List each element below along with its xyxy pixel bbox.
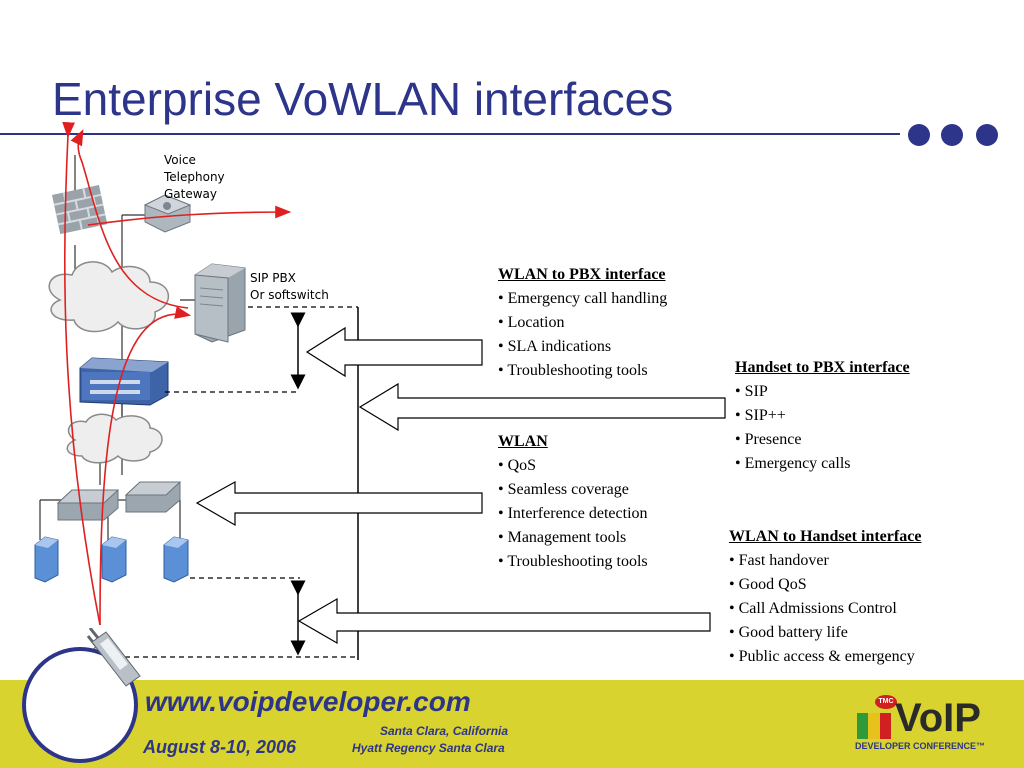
- block-arrow-wlan-pbx: [305, 326, 483, 378]
- list-item: • Presence: [735, 431, 802, 448]
- footer-date: August 8-10, 2006: [143, 737, 297, 757]
- footer-band: [0, 680, 1024, 768]
- list-item: • Troubleshooting tools: [498, 362, 648, 379]
- title-rule: [0, 133, 900, 135]
- list-item: • SIP: [735, 383, 768, 400]
- slide-title: Enterprise VoWLAN interfaces: [52, 73, 674, 125]
- footer-venue: Hyatt Regency Santa Clara: [352, 741, 505, 755]
- list-item: • Location: [498, 314, 565, 331]
- list-item: • Public access & emergency: [729, 648, 915, 665]
- block-arrow-wlan-handset: [297, 597, 711, 645]
- dashed-lines: [125, 306, 358, 658]
- signal-paths: [62, 121, 292, 626]
- decorative-dot: [976, 124, 998, 146]
- list-item: • Troubleshooting tools: [498, 553, 648, 570]
- list-item: • Good QoS: [729, 576, 807, 593]
- handset-pbx-box: Handset to PBX interface • SIP • SIP++ •…: [735, 356, 910, 476]
- list-item: • Management tools: [498, 529, 627, 546]
- box-heading: WLAN: [498, 433, 548, 450]
- list-item: • Fast handover: [729, 552, 829, 569]
- list-item: • Call Admissions Control: [729, 600, 897, 617]
- decorative-dot: [908, 124, 930, 146]
- access-point-icon: [163, 536, 189, 583]
- cloud-icon: [66, 413, 163, 464]
- footer-circle-decoration: [22, 647, 138, 763]
- wlan-handset-box: WLAN to Handset interface • Fast handove…: [729, 525, 921, 669]
- footer-venue: Santa Clara, California: [380, 724, 509, 738]
- list-item: • Emergency call handling: [498, 290, 668, 307]
- list-item: • QoS: [498, 457, 537, 474]
- box-heading: WLAN to Handset interface: [729, 528, 922, 545]
- logo-text: VoIP: [895, 696, 981, 740]
- access-point-icon: [34, 536, 59, 583]
- list-item: • Emergency calls: [735, 455, 851, 472]
- switch-icon: [56, 489, 120, 521]
- gateway-label-line: Telephony: [164, 170, 225, 184]
- list-item: • SIP++: [735, 407, 786, 424]
- access-point-icon: [101, 536, 127, 583]
- box-heading: Handset to PBX interface: [735, 359, 910, 376]
- switch-icon: [124, 481, 182, 513]
- block-arrows: [195, 326, 726, 645]
- decorative-dot: [941, 124, 963, 146]
- voip-conference-logo: TMC VoIP DEVELOPER CONFERENCE™: [855, 695, 1005, 757]
- pbx-label: SIP PBX Or softswitch: [250, 270, 329, 304]
- phone-icon: [88, 628, 141, 687]
- list-item: • SLA indications: [498, 338, 612, 355]
- pbx-label-line: Or softswitch: [250, 288, 329, 302]
- box-heading: WLAN to PBX interface: [498, 266, 666, 283]
- switch-icon: [79, 357, 169, 406]
- footer-url: www.voipdeveloper.com: [145, 686, 471, 717]
- list-item: • Seamless coverage: [498, 481, 629, 498]
- wlan-box: WLAN • QoS • Seamless coverage • Interfe…: [498, 430, 648, 574]
- gateway-icon: [143, 194, 192, 233]
- list-item: • Good battery life: [729, 624, 848, 641]
- block-arrow-handset-pbx: [358, 382, 726, 432]
- tmc-logo: TMC: [875, 695, 897, 709]
- pbx-label-line: SIP PBX: [250, 271, 296, 285]
- flag-icon: [857, 713, 891, 739]
- gateway-label-line: Voice: [164, 153, 196, 167]
- list-item: • Interference detection: [498, 505, 648, 522]
- wlan-pbx-box: WLAN to PBX interface • Emergency call h…: [498, 263, 667, 383]
- cloud-icon: [48, 261, 170, 333]
- logo-subtitle: DEVELOPER CONFERENCE™: [855, 741, 986, 751]
- block-arrow-wlan: [195, 480, 483, 527]
- firewall-icon: [52, 185, 108, 235]
- gateway-label: Voice Telephony Gateway: [164, 152, 225, 203]
- server-icon: [194, 263, 246, 343]
- gateway-label-line: Gateway: [164, 187, 218, 201]
